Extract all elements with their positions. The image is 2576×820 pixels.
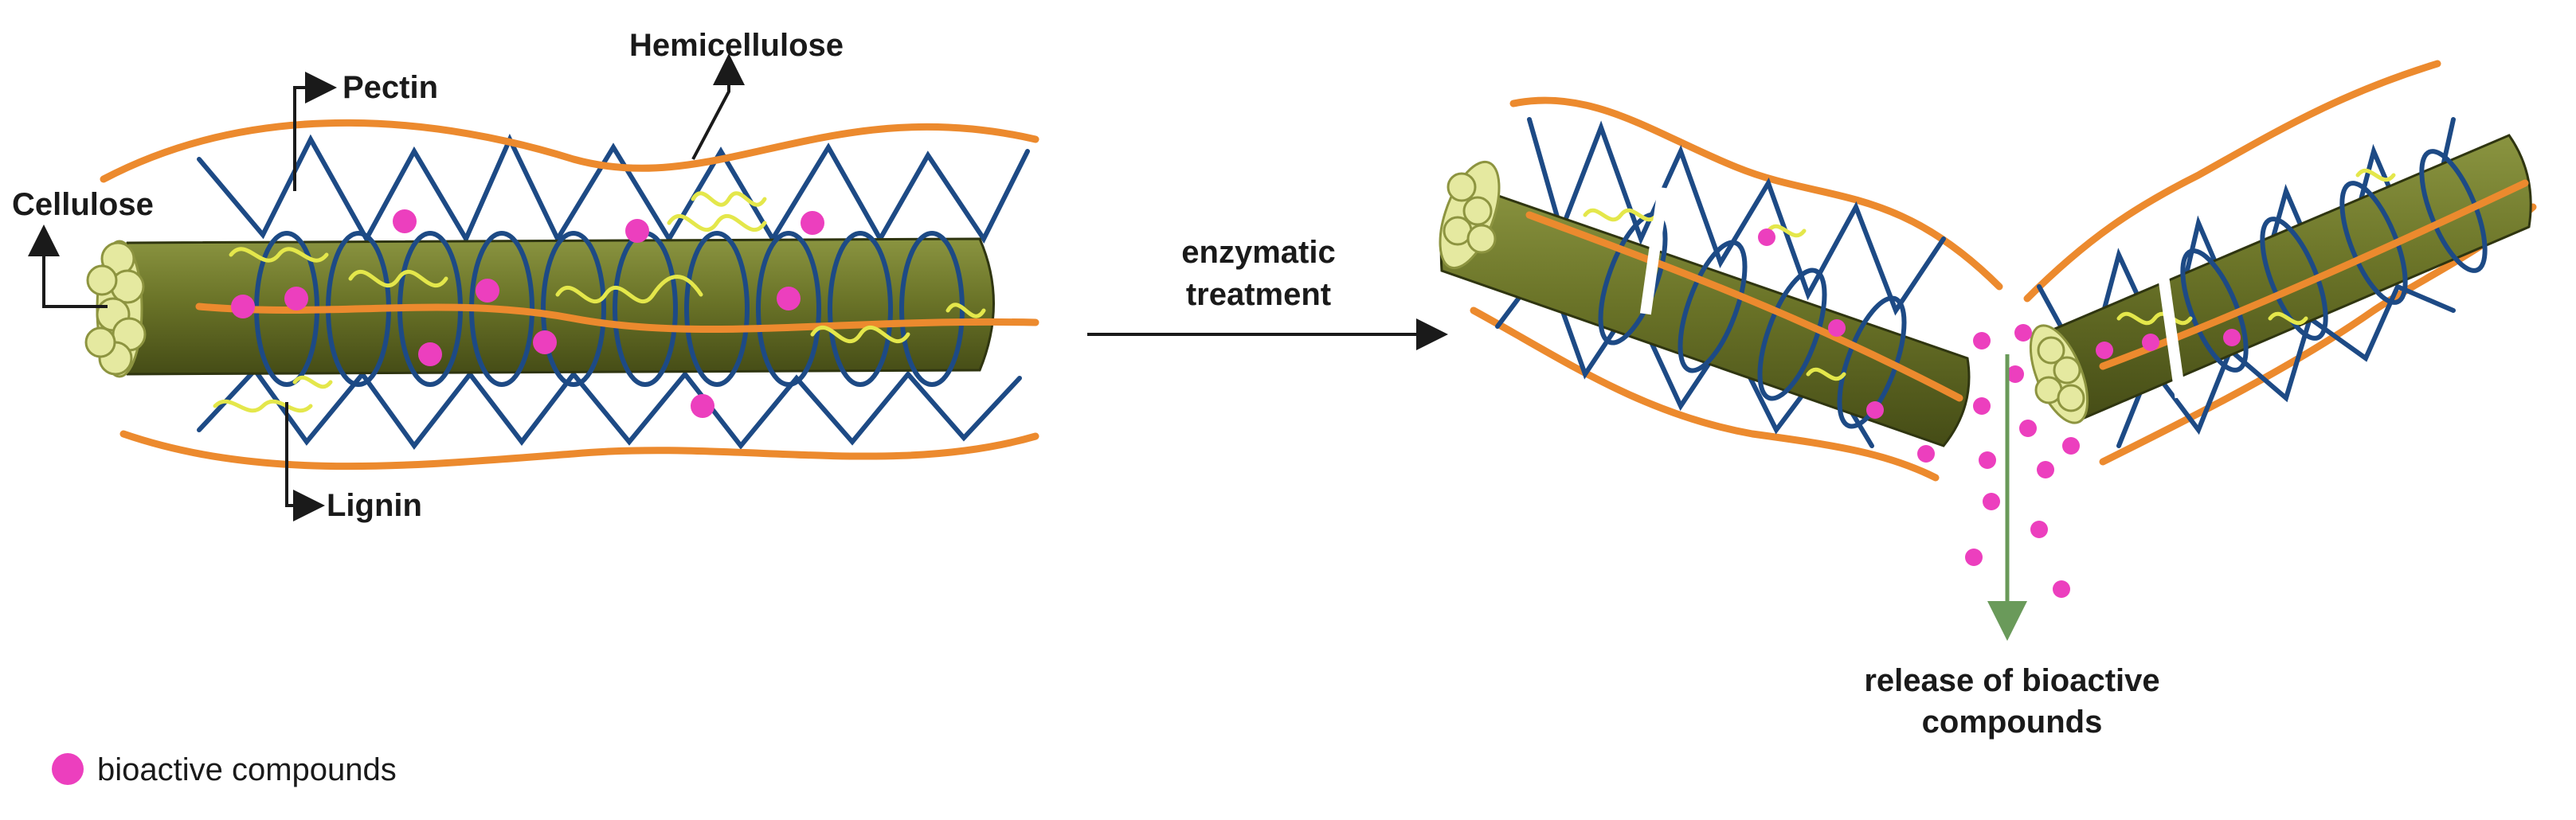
pectin-network-bottom xyxy=(197,366,1022,451)
hemicellulose-pointer xyxy=(691,53,745,160)
treatment-step: enzymatic treatment xyxy=(1087,235,1448,350)
degraded-cell-wall: release of bioactive compounds xyxy=(1439,60,2537,740)
pectin-label: Pectin xyxy=(343,70,438,105)
cellulose-pointer xyxy=(28,225,108,308)
legend-bioactive-label: bioactive compounds xyxy=(97,752,397,787)
treatment-label-line1: enzymatic xyxy=(1181,235,1335,270)
hemicellulose-strand-bottom xyxy=(119,430,1039,471)
fragment-right xyxy=(2023,60,2537,466)
bioactive-dots-intact xyxy=(231,209,824,418)
pectin-network-top xyxy=(197,133,1030,244)
lignin-strands xyxy=(213,191,986,413)
cellulose-label: Cellulose xyxy=(12,187,154,222)
treatment-label-line2: treatment xyxy=(1186,277,1331,312)
hemicellulose-strand-center xyxy=(195,303,1039,334)
hemicellulose-strand-top xyxy=(100,119,1039,183)
legend: bioactive compounds xyxy=(52,752,397,787)
lignin-pointer xyxy=(285,402,325,521)
release-label-line2: compounds xyxy=(1922,705,2103,740)
release-label-line1: release of bioactive xyxy=(1864,663,2159,698)
released-bioactive-dots xyxy=(1917,324,2080,598)
lignin-label: Lignin xyxy=(327,488,422,523)
hemicellulose-label: Hemicellulose xyxy=(629,28,844,63)
bioactive-dots-fragments xyxy=(1758,228,2241,419)
legend-bioactive-dot xyxy=(52,753,84,785)
intact-cell-wall: Pectin Hemicellulose Cellulose Lignin xyxy=(12,28,1039,523)
pectin-pointer xyxy=(293,72,337,191)
cellulose-microfibril-bundle xyxy=(84,240,147,378)
fragment-left xyxy=(1439,96,2003,482)
